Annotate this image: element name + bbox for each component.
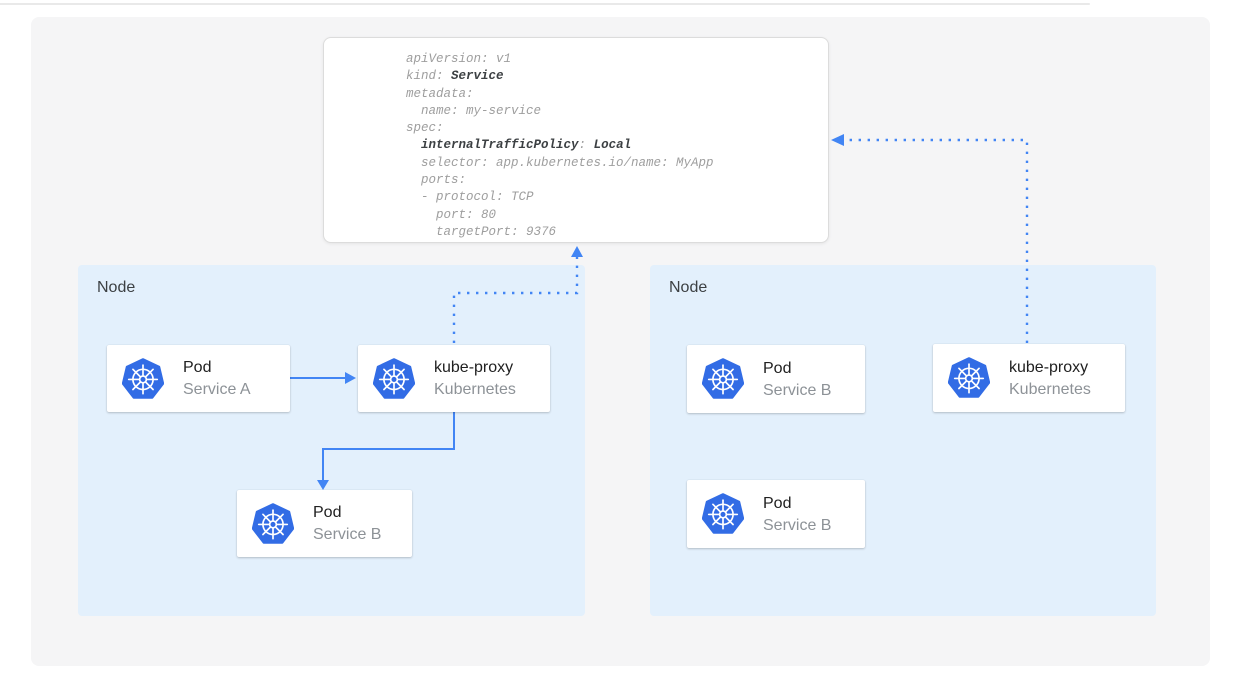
kubernetes-icon	[251, 502, 295, 545]
card-title: kube-proxy	[434, 359, 514, 376]
card-title: Pod	[763, 494, 792, 512]
yaml-line: ports:	[406, 173, 467, 188]
yaml-line: metadata:	[406, 86, 474, 101]
yaml-line: - protocol: TCP	[406, 190, 534, 205]
yaml-line: apiVersion: v1	[406, 52, 512, 66]
card-kube-proxy-left: kube-proxy Kubernetes	[358, 345, 550, 412]
card-kube-proxy-right: kube-proxy Kubernetes	[933, 344, 1125, 412]
card-subtitle: Service B	[313, 526, 382, 543]
node-box-right: Node	[650, 265, 1156, 616]
kubernetes-icon	[701, 358, 745, 400]
kubernetes-icon	[701, 493, 745, 535]
card-title: kube-proxy	[1009, 358, 1089, 376]
card-title: Pod	[313, 504, 342, 521]
card-pod-service-a: Pod Service A	[107, 345, 290, 412]
card-subtitle: Service B	[763, 516, 832, 534]
kubernetes-icon	[372, 357, 416, 400]
card-title: Pod	[763, 359, 792, 377]
card-subtitle: Kubernetes	[434, 381, 516, 398]
node-label: Node	[97, 279, 136, 296]
card-pod-service-b-right-bottom: Pod Service B	[687, 480, 865, 548]
kubernetes-icon	[121, 357, 165, 400]
card-pod-service-b-left: Pod Service B	[237, 490, 412, 557]
card-title: Pod	[183, 359, 212, 376]
yaml-line: name: my-service	[406, 103, 542, 118]
node-box-left: Node	[78, 265, 585, 616]
card-subtitle: Service A	[183, 381, 251, 398]
yaml-line: port: 80	[406, 207, 497, 222]
node-label: Node	[669, 279, 708, 296]
yaml-line: spec:	[406, 121, 444, 136]
kubernetes-icon	[947, 357, 991, 399]
card-pod-service-b-right-top: Pod Service B	[687, 345, 865, 413]
yaml-line: targetPort: 9376	[406, 224, 557, 239]
page-top-divider	[0, 3, 1090, 5]
yaml-line: kind: Service	[406, 69, 504, 84]
yaml-line: selector: app.kubernetes.io/name: MyApp	[406, 155, 714, 170]
yaml-line-internal-traffic-policy: internalTrafficPolicy: Local	[421, 138, 632, 153]
service-yaml-manifest: apiVersion: v1 kind: Service metadata: n…	[323, 37, 829, 243]
card-subtitle: Kubernetes	[1009, 380, 1091, 398]
card-subtitle: Service B	[763, 381, 832, 399]
